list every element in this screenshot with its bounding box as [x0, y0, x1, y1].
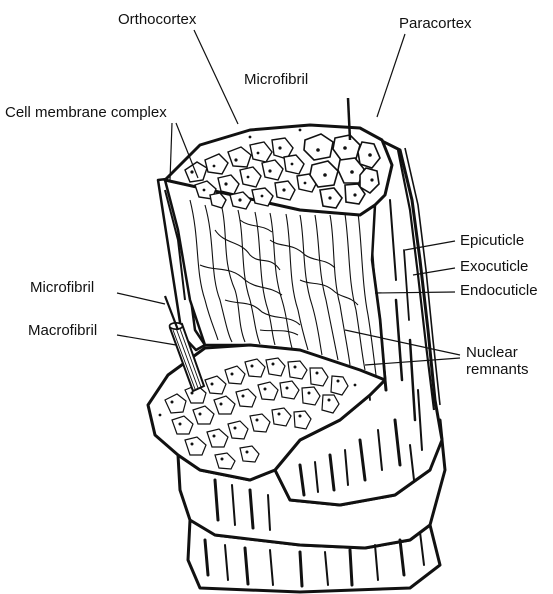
label-paracortex: Paracortex — [399, 15, 472, 32]
label-remnants: remnants — [466, 361, 529, 378]
leader-microfibril-left — [117, 293, 165, 304]
leader-paracortex — [377, 34, 405, 117]
leader-macrofibril — [117, 335, 176, 345]
top-cross-section — [165, 98, 392, 215]
label-orthocortex: Orthocortex — [118, 11, 197, 28]
label-cell-membrane-complex: Cell membrane complex — [5, 104, 167, 121]
leader-orthocortex — [194, 30, 238, 124]
label-nuclear: Nuclear — [466, 344, 518, 361]
label-microfibril-left: Microfibril — [30, 279, 94, 296]
label-macrofibril: Macrofibril — [28, 322, 97, 339]
label-endocuticle: Endocuticle — [460, 282, 538, 299]
label-exocuticle: Exocuticle — [460, 258, 528, 275]
label-microfibril-top: Microfibril — [244, 71, 308, 88]
label-epicuticle: Epicuticle — [460, 232, 524, 249]
